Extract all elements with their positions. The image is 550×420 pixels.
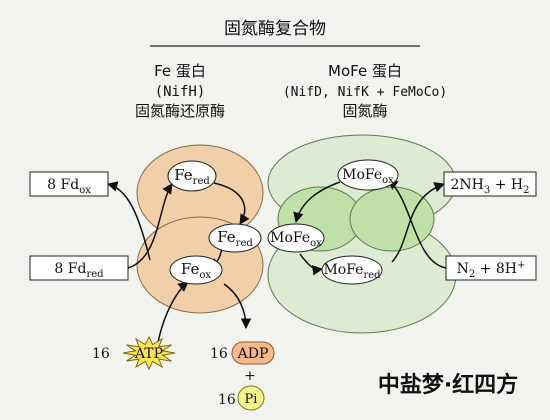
substrates-part-0: N xyxy=(457,261,469,277)
adp-count: 16 xyxy=(210,346,228,362)
products-label: 2NH3 + H2 xyxy=(451,177,530,196)
arrow-mofe-ox-top-to-mid xyxy=(293,181,341,224)
node-fe-red-mid-label-sub: red xyxy=(236,238,254,249)
fd-red-label: 8 Fdred xyxy=(54,261,104,280)
node-fe-red-top-label-base: Fe xyxy=(174,166,193,184)
node-fe-red-top-label: Fered xyxy=(174,166,210,187)
fd-ox-label-base: 8 Fd xyxy=(47,177,79,193)
node-mofe-red-oval xyxy=(321,255,383,285)
arrow-fe-ox-to-fd-ox xyxy=(106,181,151,261)
products-part-3: 2 xyxy=(523,185,529,196)
arrow-substrates-to-mofe xyxy=(387,179,447,269)
watermark-text: 中盐梦·红四方 xyxy=(378,372,518,398)
node-fe-ox-oval xyxy=(169,255,223,285)
fe-protein-name: Fe 蛋白 xyxy=(154,62,206,80)
node-mofe-ox-mid-label: MoFeox xyxy=(270,230,322,249)
pi-circle xyxy=(237,385,265,411)
pi-count: 16 xyxy=(218,392,236,408)
mofe-protein-role: 固氮酶 xyxy=(342,102,387,120)
node-mofe-red-label: MoFered xyxy=(323,262,381,281)
node-fe-red-mid-label-base: Fe xyxy=(217,228,236,246)
products-part-1: 3 xyxy=(484,185,490,196)
atp-count: 16 xyxy=(92,346,110,362)
arrow-mofe-mid-to-red xyxy=(299,253,324,276)
node-mofe-red-label-base: MoFe xyxy=(323,262,363,278)
fd-ox-label-sub: ox xyxy=(79,185,91,196)
fd-ox-box xyxy=(29,171,109,197)
energy-group: 16 ATP 16 ADP + 16 Pi xyxy=(92,335,275,411)
node-fe-red-mid-label: Fered xyxy=(217,228,253,249)
node-fe-ox-label: Feox xyxy=(181,260,211,281)
node-mofe-ox-top-label-sub: ox xyxy=(382,175,394,186)
arrow-fe-red-top-to-mid xyxy=(213,182,250,225)
adp-label: ADP xyxy=(237,346,269,362)
substrates-label: N2 + 8H+ xyxy=(457,260,526,280)
atp-label: ATP xyxy=(134,346,163,362)
arrow-atp-to-fe-ox xyxy=(157,281,189,343)
pi-label: Pi xyxy=(245,392,258,407)
fe-protein-role: 固氮酶还原酶 xyxy=(135,102,225,120)
node-mofe-ox-mid-label-sub: ox xyxy=(310,238,322,249)
node-fe-red-top-label-sub: red xyxy=(193,176,211,187)
mofe-protein-gene: (NifD, NifK + FeMoCo) xyxy=(283,85,447,100)
node-fe-red-top-oval xyxy=(167,160,217,192)
node-mofe-ox-top-oval xyxy=(337,159,399,191)
substrates-part-1: 2 xyxy=(469,269,475,280)
products-part-2: + H xyxy=(490,177,523,193)
products-part-0: 2NH xyxy=(451,177,484,193)
mofe-protein-name: MoFe 蛋白 xyxy=(328,62,402,80)
node-fe-ox-label-base: Fe xyxy=(181,260,200,278)
fd-red-box xyxy=(29,255,129,281)
plus-sign: + xyxy=(244,368,256,384)
node-fe-ox-label-sub: ox xyxy=(199,270,211,281)
arrow-fd-red-to-fe-red xyxy=(127,183,173,269)
fd-ox-label: 8 Fdox xyxy=(47,177,91,196)
substrates-part-2: + 8H xyxy=(475,261,517,277)
fe-protein-gene: (NifH) xyxy=(155,84,206,100)
mofe-cofactor-right xyxy=(349,186,435,252)
node-mofe-red-label-sub: red xyxy=(363,270,381,281)
adp-box xyxy=(231,341,275,365)
diagram-title: 固氮酶复合物 xyxy=(224,19,326,39)
substrates-part-3: + xyxy=(517,260,525,271)
node-mofe-ox-top-label-base: MoFe xyxy=(342,167,382,183)
products-box xyxy=(443,171,537,197)
node-mofe-ox-mid-oval xyxy=(267,223,325,253)
substrates-box xyxy=(445,255,537,281)
fd-red-label-base: 8 Fd xyxy=(54,261,86,277)
node-mofe-ox-top-label: MoFeox xyxy=(342,167,394,186)
node-mofe-ox-mid-label-base: MoFe xyxy=(270,230,310,246)
atp-starburst xyxy=(122,335,176,371)
fd-red-label-sub: red xyxy=(86,269,104,280)
node-fe-red-mid-oval xyxy=(208,223,262,253)
arrow-fe-ox-to-adp xyxy=(223,283,252,330)
